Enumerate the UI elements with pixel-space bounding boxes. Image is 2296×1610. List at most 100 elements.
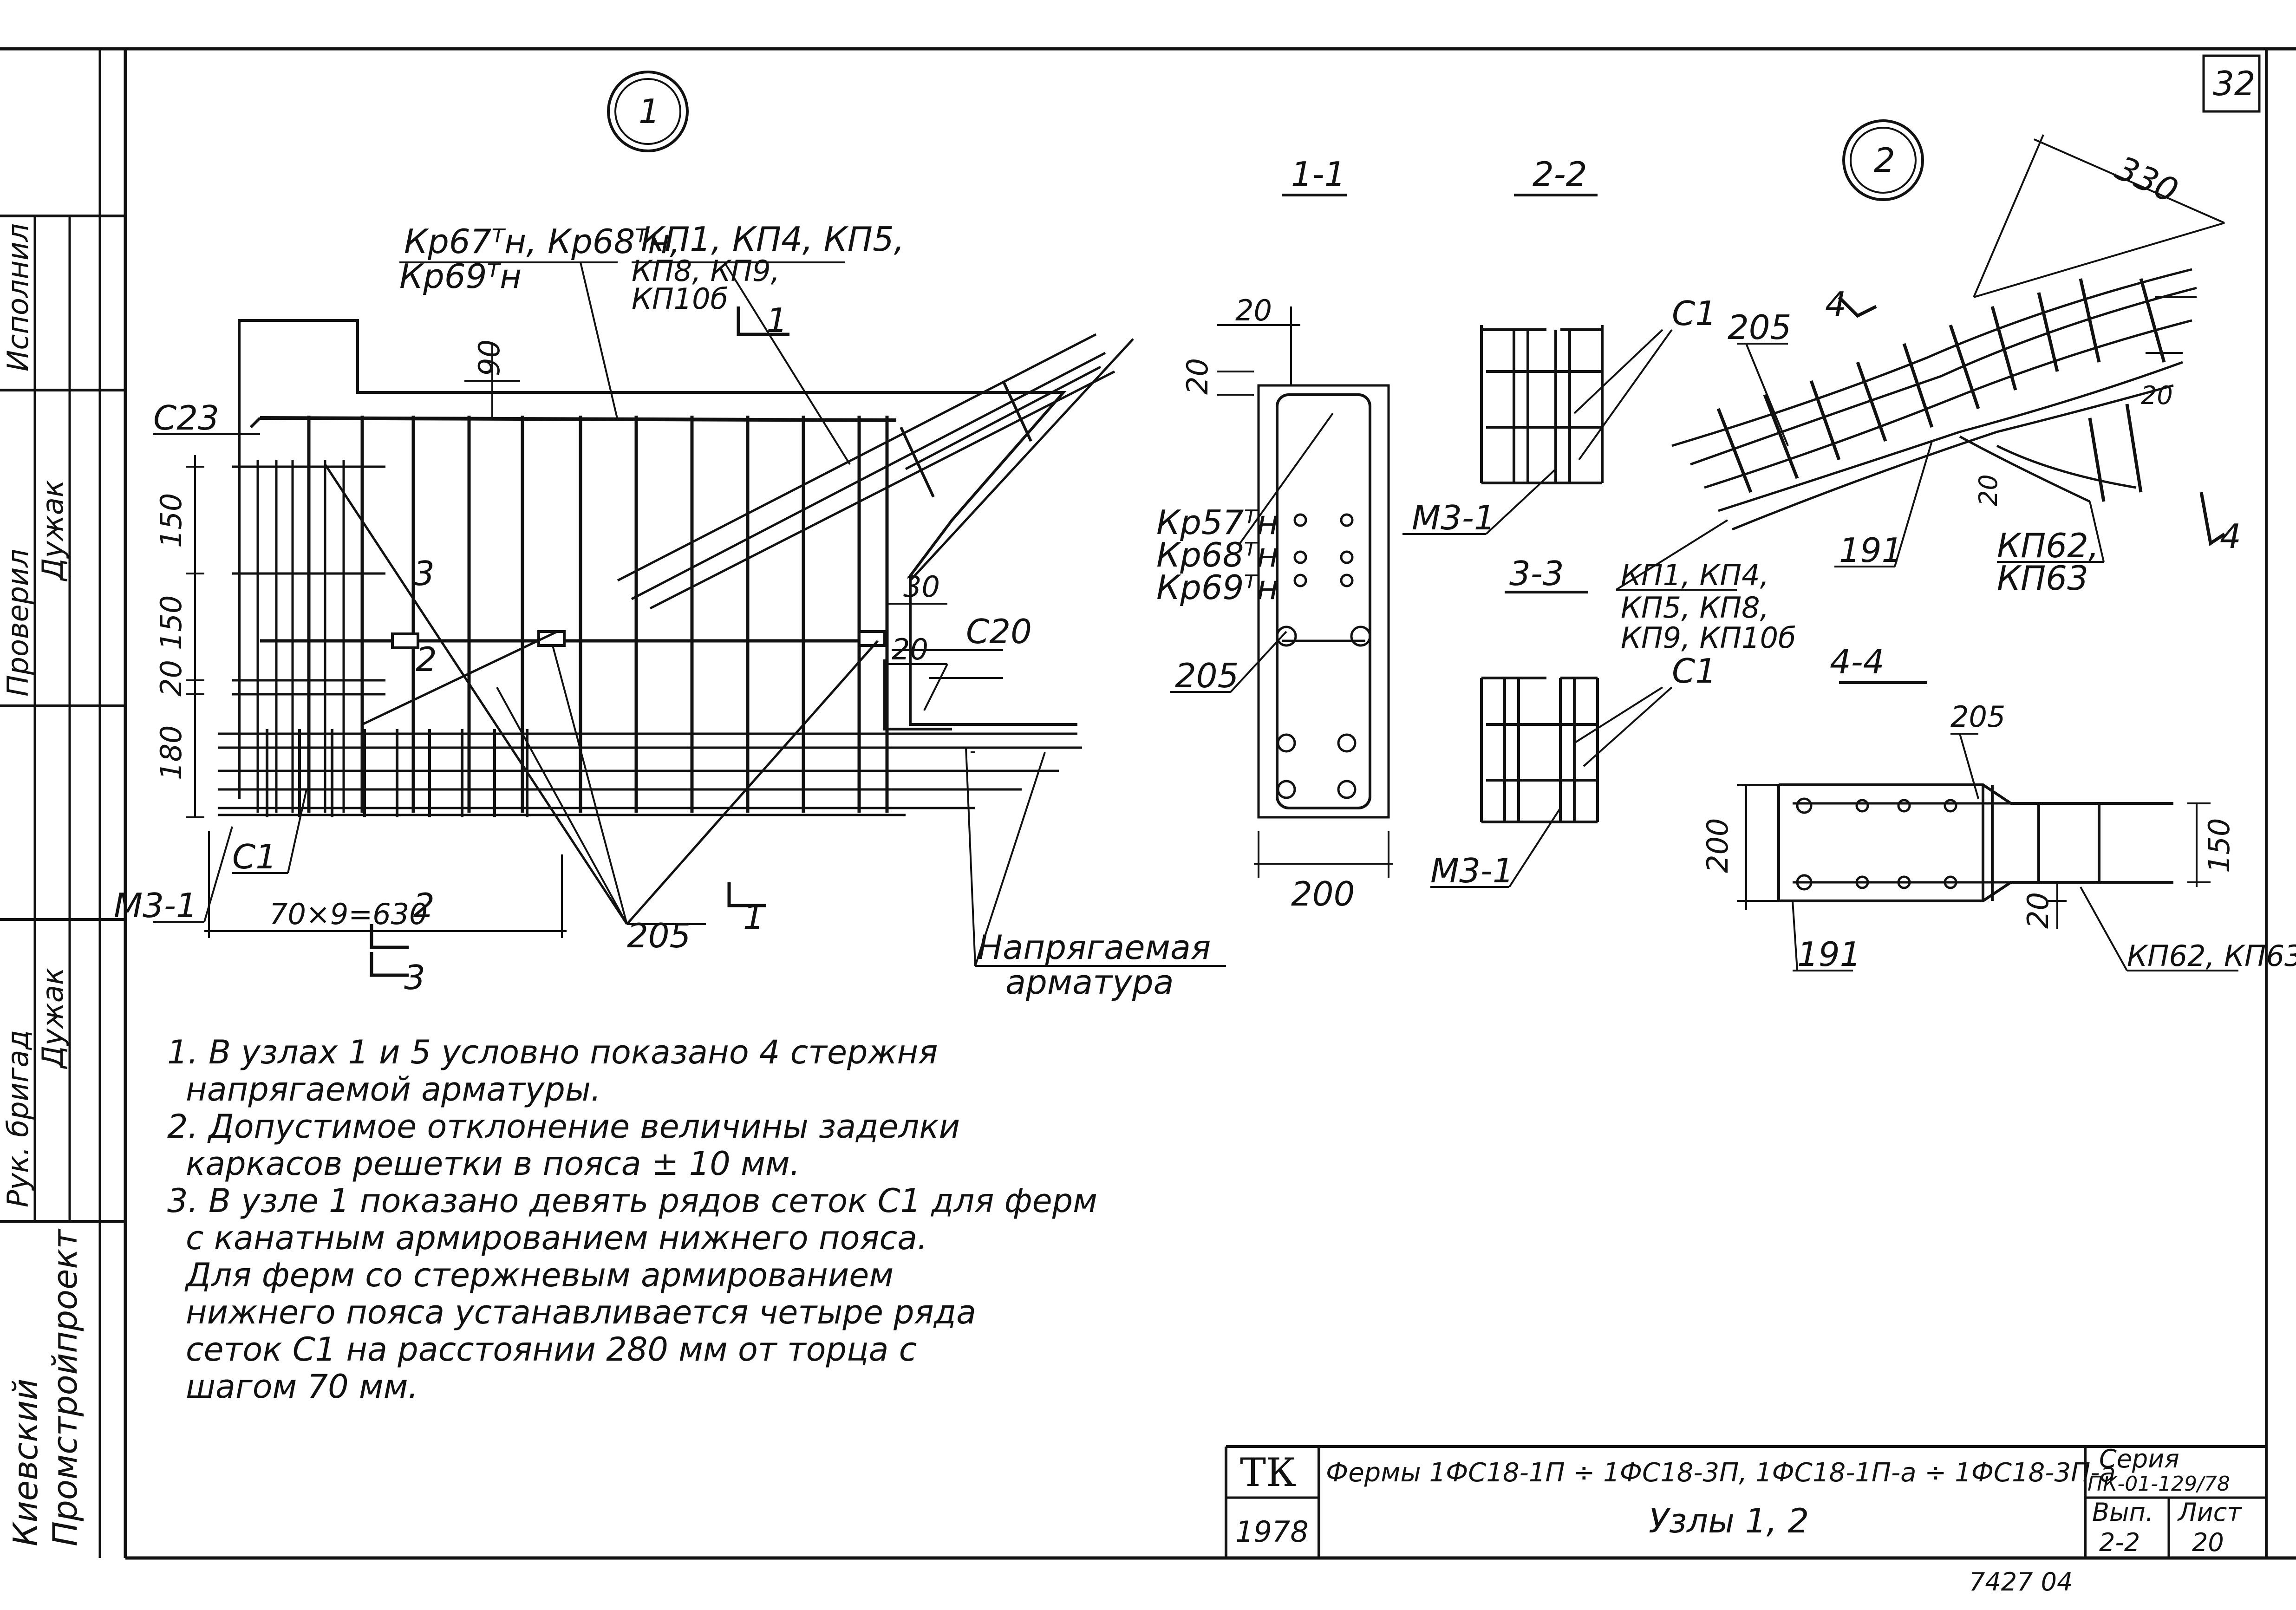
s11-kr-label-2: Кр68ᵀн (1156, 535, 1278, 574)
footer-mark: 7427 04 (1969, 1567, 2073, 1597)
stamp-name-2: Дужак (36, 480, 70, 582)
n2-kp-list-3: КП9, КП10б (1621, 621, 1796, 655)
s44-dim-20: 20 (2021, 892, 2055, 929)
n1-c23-label: С23 (153, 398, 219, 437)
n1-dim-180: 180 (154, 725, 188, 780)
note-line-2: напрягаемой арматуры. (186, 1070, 601, 1108)
stamp-name-1: Дужак (36, 967, 70, 1069)
s11-kr-label: Кр57ᵀн (1156, 503, 1278, 542)
note-line-6: с канатным армированием нижнего пояса. (186, 1219, 927, 1257)
stamp-role-2: Проверил (1, 549, 35, 697)
n2-kp63: КП63 (1997, 559, 2088, 598)
note-line-10: шагом 70 мм. (186, 1368, 418, 1406)
n2-kp-list: КП1, КП4, (1621, 558, 1769, 592)
note-line-4: каркасов решетки в пояса ± 10 мм. (186, 1145, 800, 1183)
notes-block: 1. В узлах 1 и 5 условно показано 4 стер… (167, 1033, 1097, 1406)
sections-drawing (1170, 194, 1673, 888)
node1-drawing (153, 261, 1226, 977)
n1-dim-90: 90 (472, 339, 506, 376)
n2-kp62: КП62, (1997, 526, 2099, 565)
section-3-3-title: 3-3 (1509, 554, 1564, 593)
n2-tag-4b: 4 (2220, 517, 2241, 556)
note-line-7: Для ферм со стержневым армированием (184, 1256, 894, 1294)
n1-dim-150b: 150 (154, 595, 188, 650)
n1-kp-label-2: КП8, КП9, (632, 254, 780, 288)
title-main: Фермы 1ФС18-1П ÷ 1ФС18-3П, 1ФС18-1П-а ÷ … (1326, 1458, 2116, 1488)
sheet-label: Лист (2177, 1498, 2242, 1527)
note-line-1: 1. В узлах 1 и 5 условно показано 4 стер… (167, 1033, 938, 1071)
side-stamp (0, 49, 125, 1558)
n1-kp-label: КП1, КП4, КП5, (641, 220, 905, 259)
sheet-number: 32 (2213, 64, 2256, 103)
s11-dim-height: 20 (1181, 358, 1214, 395)
series-value: ПК-01-129/78 (2087, 1472, 2230, 1496)
n2-dim-20b: 20 (1974, 474, 2003, 506)
issue-label: Вып. (2092, 1498, 2153, 1527)
node2-mark (1842, 119, 1924, 201)
n1-dim-30: 30 (903, 570, 940, 604)
section44-drawing (1737, 681, 2238, 971)
node2-drawing (1615, 134, 2225, 591)
note-line-9: сеток С1 на расстоянии 280 мм от торца с (186, 1330, 917, 1369)
n1-kp-label-3: КП10б (632, 282, 728, 316)
n1-dim-step: 70×9=630 (269, 897, 428, 931)
n2-tag-4: 4 (1825, 285, 1846, 324)
n2-tag-191: 191 (1839, 531, 1903, 570)
n1-c20-label: С20 (966, 612, 1032, 651)
n1-tendon-label-2: арматура (1005, 963, 1174, 1002)
n1-tag-3: 3 (413, 554, 435, 593)
title-sub: Узлы 1, 2 (1649, 1501, 1809, 1540)
sheet-value: 20 (2192, 1528, 2224, 1557)
s44-kp: КП62, КП63 (2127, 939, 2296, 973)
title-block (1225, 1445, 2266, 1558)
n1-tag-2: 2 (416, 640, 437, 679)
org-name-line2: Промстройпроект (46, 1228, 85, 1546)
n2-tag-205: 205 (1728, 308, 1791, 347)
s33-c1: С1 (1672, 652, 1716, 691)
stamp-role-3: Исполнил (1, 223, 35, 372)
s11-kr-label-3: Кр69ᵀн (1156, 568, 1278, 607)
s44-dim-200: 200 (1701, 818, 1735, 873)
s11-dim-width: 20 (1235, 293, 1272, 327)
s11-205: 205 (1175, 656, 1239, 695)
n1-cut-3: 3 (404, 958, 425, 997)
n1-c1-label: С1 (232, 837, 277, 876)
issue-value: 2-2 (2099, 1528, 2140, 1557)
n1-cut-1b: 1 (743, 898, 764, 937)
node2-number: 2 (1874, 141, 1895, 180)
org-name-line1: Киевский (6, 1379, 45, 1546)
title-code: ТК (1240, 1450, 1296, 1495)
n1-dim-150a: 150 (154, 493, 188, 548)
title-year: 1978 (1235, 1515, 1309, 1549)
n1-tendon-label: Напрягаемая (978, 928, 1211, 967)
n1-cut-1a: 1 (766, 301, 788, 340)
n1-kr-label: Кр67ᵀн, Кр68ᵀн, (404, 222, 680, 261)
s22-c1: С1 (1672, 294, 1716, 333)
s11-dim-200: 200 (1291, 874, 1355, 913)
n1-dim-20: 20 (154, 660, 188, 697)
n1-m3-label: М3-1 (114, 886, 197, 925)
note-line-3: 2. Допустимое отклонение величины заделк… (167, 1108, 960, 1146)
n1-dim-20b: 20 (892, 632, 928, 666)
stamp-role-1: Рук. бригад (1, 1030, 35, 1207)
node1-mark (607, 71, 689, 152)
s22-m3: М3-1 (1412, 498, 1495, 537)
sheet-frame (0, 47, 2296, 1560)
s44-dim-150: 150 (2202, 818, 2236, 873)
section-1-1-title: 1-1 (1291, 155, 1346, 194)
n2-kp-list-2: КП5, КП8, (1621, 591, 1769, 625)
section-2-2-title: 2-2 (1533, 155, 1587, 194)
s44-tag-205: 205 (1950, 700, 2005, 734)
series-label: Серия (2099, 1444, 2179, 1473)
note-line-8: нижнего пояса устанавливается четыре ряд… (186, 1293, 976, 1331)
n1-kr-label-2: Кр69ᵀн (399, 257, 522, 296)
n1-cut-2: 2 (413, 886, 435, 925)
n1-tag-205: 205 (627, 916, 691, 955)
node1-number: 1 (639, 92, 660, 131)
n2-dim-20: 20 (2141, 381, 2173, 410)
s33-m3: М3-1 (1430, 851, 1514, 890)
note-line-5: 3. В узле 1 показано девять рядов сеток … (167, 1182, 1097, 1220)
section-4-4-title: 4-4 (1830, 642, 1885, 681)
s44-tag-191: 191 (1797, 935, 1861, 974)
